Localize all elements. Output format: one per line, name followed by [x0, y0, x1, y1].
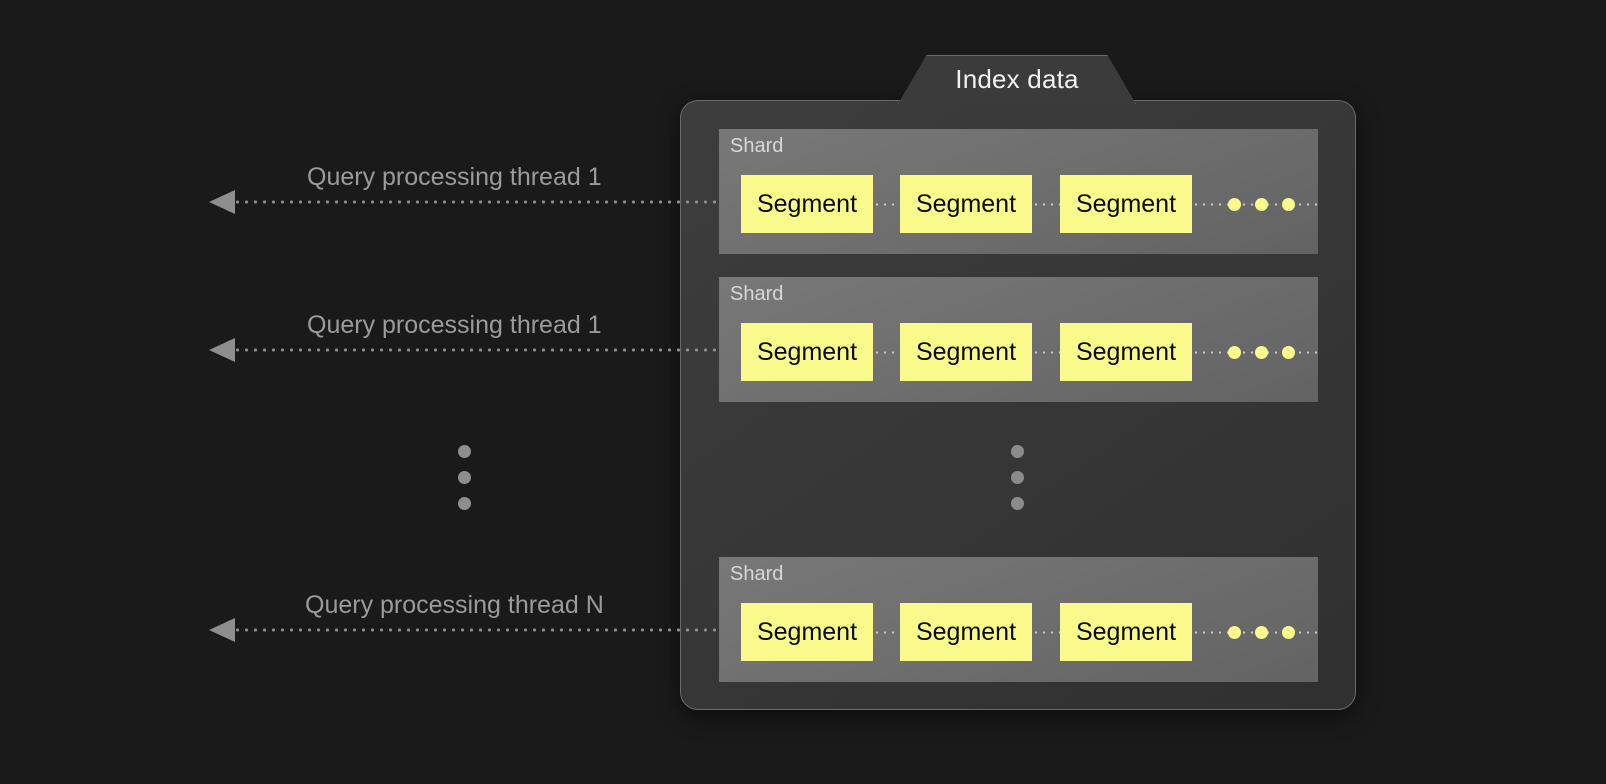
ellipsis-dot — [1011, 445, 1024, 458]
segment-ellipsis-dot — [1228, 346, 1241, 359]
query-thread-label-3: Query processing thread N — [305, 591, 604, 619]
segment-ellipsis-dot — [1255, 346, 1268, 359]
segment-box: Segment — [741, 175, 873, 233]
segment-connector — [1032, 203, 1061, 206]
segment-ellipsis-dot — [1255, 198, 1268, 211]
thread-ellipsis-vertical — [458, 445, 471, 523]
ellipsis-dot — [458, 471, 471, 484]
ellipsis-dot — [458, 445, 471, 458]
segment-box: Segment — [900, 603, 1032, 661]
shard-ellipsis-vertical — [1011, 445, 1024, 523]
query-thread-arrow-line-2 — [233, 348, 743, 352]
ellipsis-dot — [458, 497, 471, 510]
ellipsis-dot — [1011, 471, 1024, 484]
arrow-left-icon — [209, 190, 235, 214]
segment-box: Segment — [1060, 175, 1192, 233]
shard-row-3: Shard Segment Segment Segment — [719, 557, 1318, 682]
shard-label: Shard — [730, 283, 784, 305]
segment-ellipsis-dot — [1255, 626, 1268, 639]
shard-row-2: Shard Segment Segment Segment — [719, 277, 1318, 402]
shard-label: Shard — [730, 563, 784, 585]
segment-ellipsis-dot — [1228, 626, 1241, 639]
segment-connector — [873, 631, 901, 634]
segment-box: Segment — [900, 175, 1032, 233]
shard-label: Shard — [730, 135, 784, 157]
query-thread-arrow-line-3 — [233, 628, 743, 632]
arrow-left-icon — [209, 618, 235, 642]
segment-ellipsis-dot — [1282, 198, 1295, 211]
segment-box: Segment — [741, 603, 873, 661]
segment-box: Segment — [900, 323, 1032, 381]
segment-connector — [1032, 351, 1061, 354]
query-thread-arrow-line-1 — [233, 200, 743, 204]
segment-connector — [873, 351, 901, 354]
index-data-tab-seam — [910, 99, 1124, 104]
segment-box: Segment — [1060, 603, 1192, 661]
segment-box: Segment — [741, 323, 873, 381]
segment-connector — [873, 203, 901, 206]
ellipsis-dot — [1011, 497, 1024, 510]
segment-ellipsis-dot — [1282, 346, 1295, 359]
shard-row-1: Shard Segment Segment Segment — [719, 129, 1318, 254]
segment-box: Segment — [1060, 323, 1192, 381]
segment-ellipsis-dot — [1228, 198, 1241, 211]
query-thread-label-1: Query processing thread 1 — [307, 163, 602, 191]
segment-connector — [1032, 631, 1061, 634]
arrow-left-icon — [209, 338, 235, 362]
query-thread-label-2: Query processing thread 1 — [307, 311, 602, 339]
index-data-tab-shape — [898, 55, 1136, 104]
segment-ellipsis-dot — [1282, 626, 1295, 639]
